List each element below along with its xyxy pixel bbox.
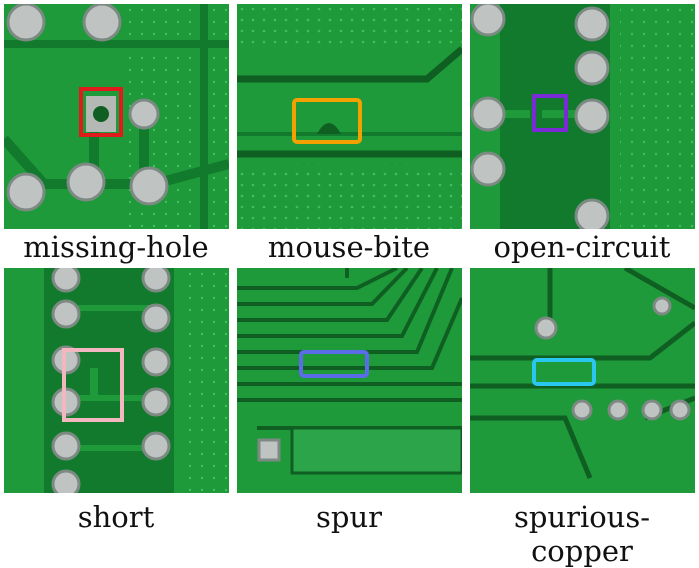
panel-short: [4, 268, 229, 493]
caption-mouse-bite: mouse-bite: [267, 230, 431, 264]
panel-spur: [237, 268, 462, 493]
pcb-image-missing-hole: [4, 4, 229, 229]
caption-short: short: [77, 500, 155, 534]
defect-box-short: [62, 348, 124, 422]
caption-spur: spur: [316, 500, 382, 534]
pcb-image-open-circuit: [470, 4, 695, 229]
panel-spurious-copper: [470, 268, 695, 493]
panel-open-circuit: [470, 4, 695, 229]
defect-box-spurious-copper: [532, 358, 596, 386]
pcb-image-spur: [237, 268, 462, 493]
pcb-image-short: [4, 268, 229, 493]
caption-missing-hole: missing-hole: [23, 230, 209, 264]
defect-box-missing-hole: [79, 87, 123, 137]
defect-box-spur: [299, 350, 369, 378]
pcb-image-spurious-copper: [470, 268, 695, 493]
defect-box-open-circuit: [532, 94, 568, 132]
caption-open-circuit: open-circuit: [493, 230, 671, 264]
caption-spurious-copper: spurious-copper: [513, 500, 651, 568]
panel-mouse-bite: [237, 4, 462, 229]
defect-box-mouse-bite: [292, 98, 362, 144]
pcb-image-mouse-bite: [237, 4, 462, 229]
panel-missing-hole: [4, 4, 229, 229]
